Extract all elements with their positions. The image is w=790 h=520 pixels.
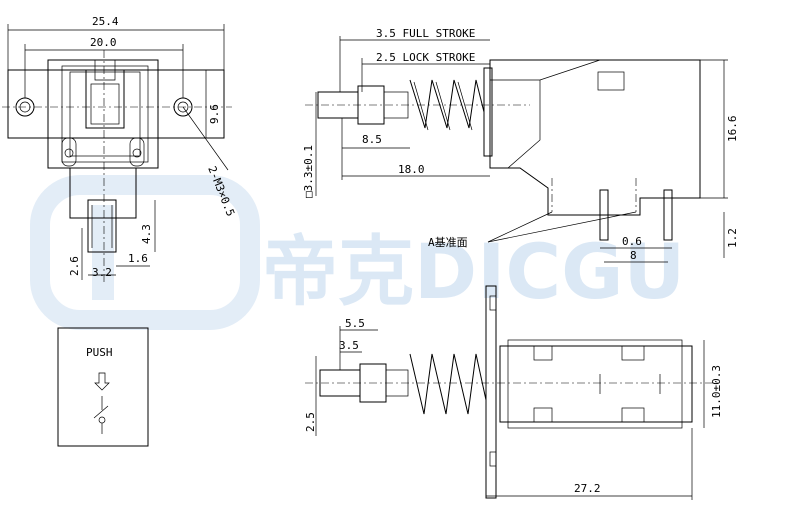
dim-hole-pitch: 20.0 <box>90 36 117 49</box>
right-tab-hole <box>132 148 142 158</box>
body-window <box>533 345 553 361</box>
body-window <box>621 345 645 361</box>
switch-body-side <box>489 59 701 216</box>
watermark: 帝克DICGU <box>30 175 685 330</box>
down-arrow-icon <box>94 372 110 391</box>
dim-overall-width: 25.4 <box>92 15 119 28</box>
dim-total-length: 27.2 <box>574 482 601 495</box>
plunger-top <box>94 60 116 81</box>
body-chamfer <box>490 59 601 81</box>
reference-leader <box>487 211 637 243</box>
side-view: 3.5 FULL STROKE 2.5 LOCK STROKE □3.3±0.1… <box>302 27 739 263</box>
reference-leader <box>487 211 553 243</box>
dim-pin-offset: 2.6 <box>68 256 81 276</box>
left-tab <box>61 137 77 167</box>
top-view: 5.5 3.5 2.5 11.0±0.3 27.2 <box>304 285 723 500</box>
hole-leader-line <box>182 106 229 171</box>
dim-lock-stroke: 2.5 LOCK STROKE <box>376 51 475 64</box>
plate-notch <box>489 451 497 467</box>
body-outline <box>507 339 683 429</box>
plunger-head <box>85 69 125 129</box>
side-flange <box>483 67 493 157</box>
plunger-inner <box>90 83 120 125</box>
symbol-label: PUSH <box>86 346 113 359</box>
lower-body <box>69 167 137 219</box>
dim-pin-protrusion: 1.2 <box>726 228 739 248</box>
dim-pin-thickness: 0.6 <box>622 235 642 248</box>
spring-back <box>413 81 473 131</box>
dim-pin-spacing: 8 <box>630 249 637 262</box>
switch-body-top <box>499 345 693 423</box>
contact-switch <box>93 405 109 419</box>
dim-pin-gap: 1.6 <box>128 252 148 265</box>
terminal-pin <box>87 199 117 253</box>
dim-shaft-offset: 2.5 <box>304 412 317 432</box>
return-spring <box>409 79 485 129</box>
dim-flange-height: 9.6 <box>208 104 221 124</box>
push-switch-symbol: PUSH <box>57 327 149 447</box>
symbol-frame <box>57 327 149 447</box>
left-tab-hole <box>64 148 74 158</box>
body-inner-frame-2 <box>69 71 141 157</box>
dim-height: 16.6 <box>726 116 739 143</box>
dim-shaft-length: 8.5 <box>362 133 382 146</box>
body-inner-edge <box>507 80 541 169</box>
return-spring-top <box>409 353 487 415</box>
dim-stroke-a: 5.5 <box>345 317 365 330</box>
watermark-logo-frame <box>30 175 260 330</box>
plate-notch <box>489 295 497 311</box>
dim-pin-length: 4.3 <box>140 224 153 244</box>
body-inner-frame <box>61 65 149 163</box>
reference-plane-label: A基准面 <box>428 236 468 249</box>
dim-full-stroke: 3.5 FULL STROKE <box>376 27 475 40</box>
switch-body-front <box>47 59 159 169</box>
body-window <box>621 407 645 423</box>
dim-shaft-square: □3.3±0.1 <box>302 145 315 198</box>
terminal-pin-right <box>663 189 673 241</box>
body-window <box>597 71 625 91</box>
dim-body-width: 11.0±0.3 <box>710 365 723 418</box>
top-mount-plate <box>485 285 497 499</box>
watermark-text: 帝克DICGU <box>262 227 685 316</box>
dim-body-to-tip: 18.0 <box>398 163 425 176</box>
body-window <box>533 407 553 423</box>
dim-pin-width: 3.2 <box>92 266 112 279</box>
contact-terminal <box>98 416 106 424</box>
dim-stroke-b: 3.5 <box>339 339 359 352</box>
right-tab <box>129 137 145 167</box>
terminal-pin-left <box>599 189 609 241</box>
